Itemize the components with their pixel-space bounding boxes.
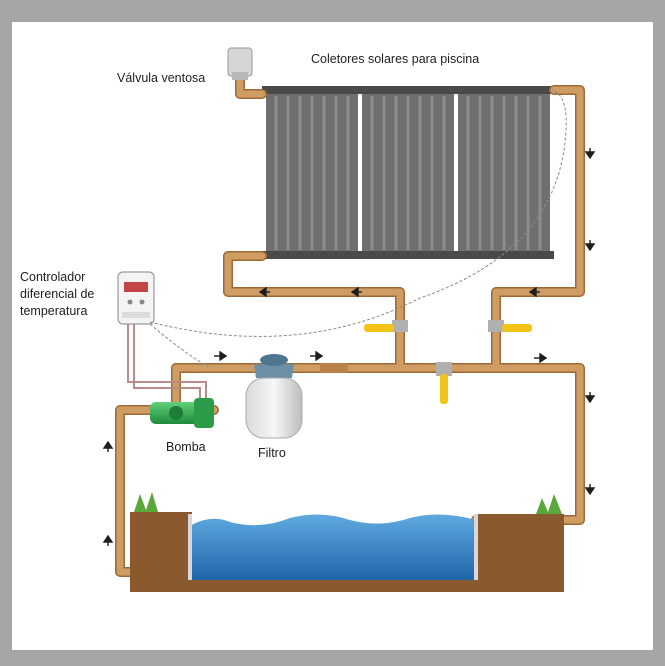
flow-arrows: [102, 148, 596, 546]
label-pump: Bomba: [166, 440, 206, 454]
sand-filter-icon: [245, 354, 303, 439]
check-valve-icon: [320, 363, 348, 373]
vent-valve-icon: [227, 47, 253, 80]
label-controller-line1: Controlador: [20, 270, 85, 284]
label-vent-valve: Válvula ventosa: [117, 71, 205, 85]
thermostat-controller-icon: [117, 271, 155, 325]
label-filter: Filtro: [258, 446, 286, 460]
pump-icon: [150, 398, 214, 428]
grass-icon: [536, 494, 562, 514]
label-collectors: Coletores solares para piscina: [311, 52, 479, 66]
valve-handle-icon: [364, 324, 394, 332]
swimming-pool: [130, 492, 564, 592]
label-controller-line3: temperatura: [20, 304, 87, 318]
valve-handle-icon: [502, 324, 532, 332]
solar-collectors: [262, 86, 554, 259]
collector-bottom-header: [262, 251, 554, 259]
sensor-wires: [127, 89, 567, 404]
pool-water: [190, 514, 476, 580]
collector-top-header: [262, 86, 554, 94]
grass-icon: [134, 492, 158, 512]
valves: [320, 320, 532, 404]
valve-handle-icon: [440, 374, 448, 404]
label-controller-line2: diferencial de: [20, 287, 94, 301]
